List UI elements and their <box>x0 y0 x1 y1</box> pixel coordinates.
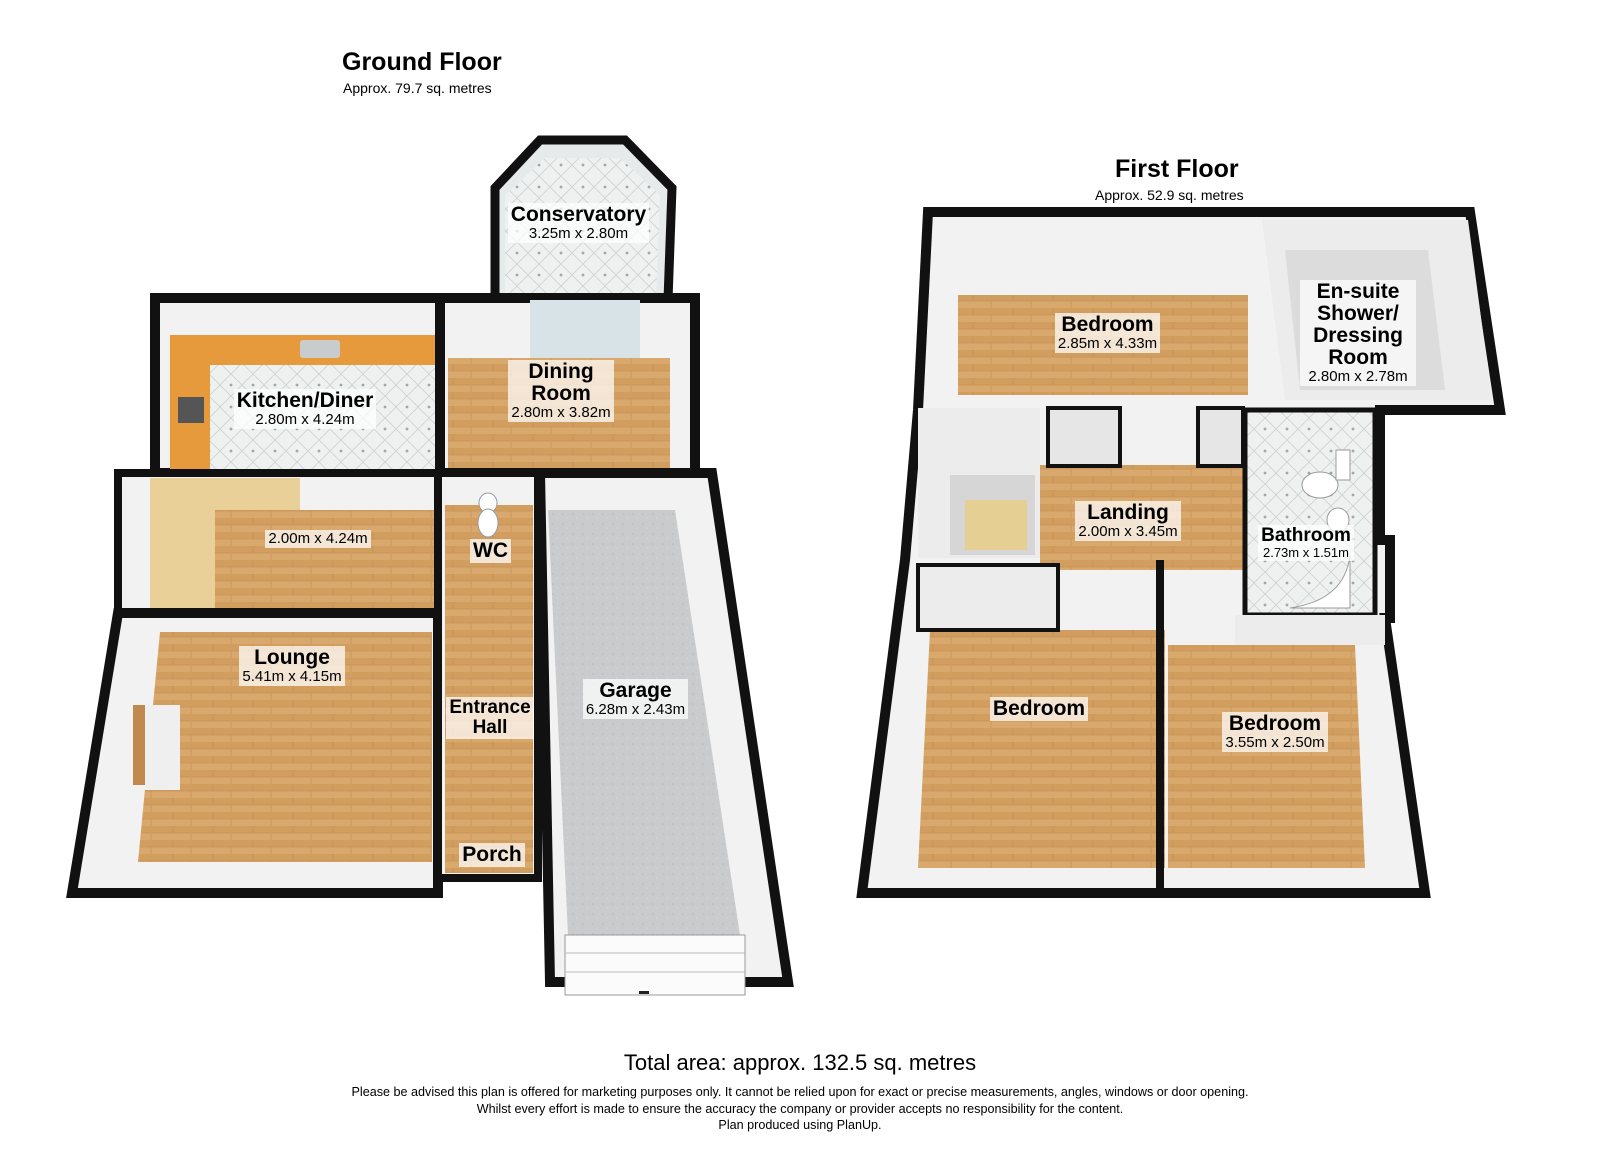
room-name: Lounge <box>254 646 330 669</box>
disclaimer: Please be advised this plan is offered f… <box>0 1084 1600 1134</box>
room-dims: 2.00m x 3.45m <box>1078 523 1178 541</box>
room-name: Dining Room <box>528 360 594 406</box>
first-floor-area: Approx. 52.9 sq. metres <box>1095 187 1244 203</box>
room-name: Porch <box>462 843 522 866</box>
room-label-wc: WC <box>463 539 518 564</box>
disclaimer-line-1: Please be advised this plan is offered f… <box>351 1085 1249 1099</box>
room-dims: 2.00m x 4.24m <box>268 530 368 547</box>
total-area: Total area: approx. 132.5 sq. metres <box>623 1050 977 1075</box>
room-dims: 3.25m x 2.80m <box>528 225 629 243</box>
room-dims: 5.41m x 4.15m <box>242 668 342 686</box>
first-floor-title: First Floor <box>1115 155 1239 183</box>
room-dims: 6.28m x 2.43m <box>585 701 686 719</box>
disclaimer-line-2: Whilst every effort is made to ensure th… <box>476 1101 1124 1116</box>
room-name: Bathroom <box>1261 525 1351 546</box>
room-name: En-suite Shower/ Dressing Room <box>1313 280 1403 370</box>
room-name: Bedroom <box>1061 313 1154 336</box>
room-dims: 2.85m x 4.33m <box>1057 335 1158 353</box>
room-dims: 2.80m x 4.24m <box>255 411 355 429</box>
room-label-stairs: 2.00m x 4.24m <box>253 530 383 548</box>
room-name: Bedroom <box>1228 712 1322 735</box>
room-label-bedroom-2: Bedroom <box>975 697 1103 722</box>
room-name: Conservatory <box>510 203 647 226</box>
room-dims: 2.80m x 2.78m <box>1308 368 1408 386</box>
room-name: Landing <box>1087 501 1169 524</box>
room-name: Entrance Hall <box>449 697 531 738</box>
room-dims: 2.80m x 3.82m <box>511 404 611 422</box>
room-name: Garage <box>599 679 672 702</box>
room-dims: 2.73m x 1.51m <box>1262 544 1349 560</box>
room-name: Bedroom <box>992 697 1086 720</box>
room-label-porch: Porch <box>452 843 532 868</box>
ground-floor-title: Ground Floor <box>342 48 502 76</box>
disclaimer-line-3: Plan produced using PlanUp. <box>718 1118 882 1133</box>
room-name: WC <box>473 539 508 562</box>
ground-floor-area: Approx. 79.7 sq. metres <box>343 80 492 96</box>
ground-floor-walls <box>66 135 794 996</box>
room-label-entrance-hall: Entrance Hall <box>440 697 540 739</box>
room-name: Kitchen/Diner <box>236 389 374 412</box>
room-dims: 3.55m x 2.50m <box>1225 734 1325 752</box>
